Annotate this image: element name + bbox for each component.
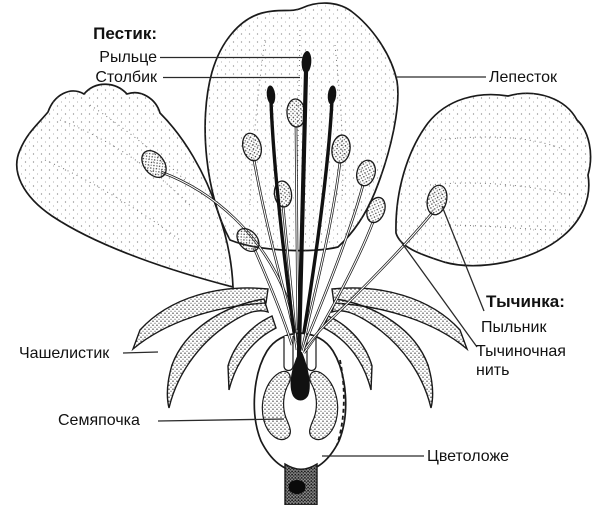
- anther: [241, 132, 263, 162]
- petal-label: Лепесток: [489, 69, 558, 86]
- leader-lines: [122, 56, 486, 457]
- ovule-label: Семяпочка: [58, 412, 140, 429]
- stamen: [286, 98, 306, 331]
- stem: [284, 462, 318, 505]
- sepals-left: [131, 287, 277, 409]
- leader-ovule: [157, 418, 285, 422]
- stigma-left: [266, 85, 276, 105]
- ovule-right: [309, 370, 339, 441]
- style-label: Столбик: [95, 69, 157, 86]
- stamen: [301, 159, 377, 352]
- anther: [331, 134, 351, 164]
- anther-label: Пыльник: [481, 319, 547, 336]
- style-shaft: [296, 69, 309, 359]
- pistil-heading: Пестик:: [93, 24, 157, 43]
- stamen: [236, 227, 294, 346]
- petal-center: [204, 2, 399, 252]
- leader-sepal: [122, 351, 159, 354]
- filament-label: Тычиночная нить: [476, 343, 566, 379]
- anther: [355, 159, 377, 187]
- anther: [141, 150, 167, 178]
- leader-anther: [441, 205, 485, 312]
- pistil: [266, 51, 337, 401]
- stamen-heading: Тычинка:: [486, 292, 565, 311]
- stamen: [300, 134, 351, 351]
- leader-filament: [398, 238, 478, 348]
- stigma-center: [301, 51, 312, 73]
- anther: [366, 196, 386, 224]
- petal-right: [395, 92, 592, 267]
- stigma-label: Рыльце: [99, 49, 157, 66]
- style-base-bulb: [290, 352, 310, 401]
- petal-left: [15, 83, 234, 289]
- ovule-left: [261, 370, 291, 441]
- anther: [236, 227, 260, 253]
- sepal-label: Чашелистик: [19, 345, 110, 362]
- receptacle-label: Цветоложе: [427, 448, 510, 465]
- stigma-right: [327, 85, 337, 105]
